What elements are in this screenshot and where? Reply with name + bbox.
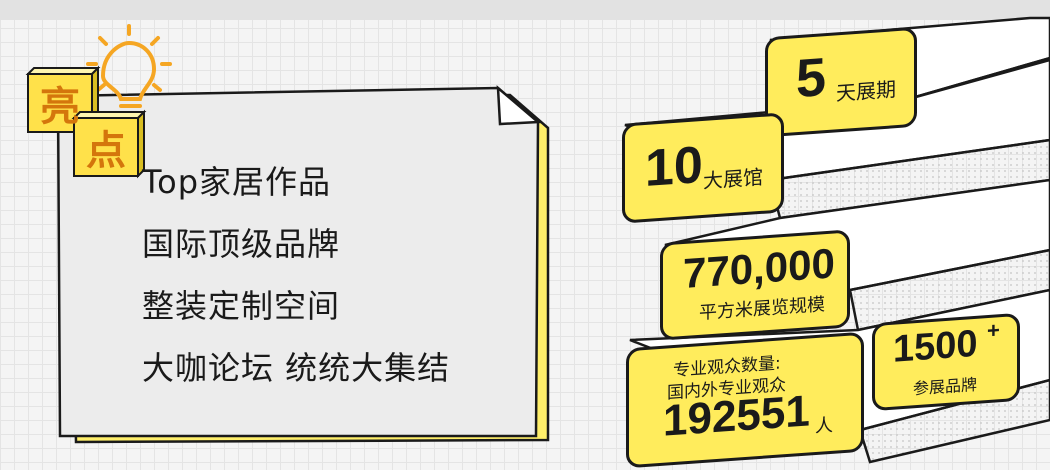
stat-visitors-unit: 人 [815,414,833,438]
stat-halls-number: 10 [645,136,703,199]
badge-char-2: 点 [86,128,126,174]
stat-card-days: 5 天展期 [765,26,917,138]
stat-visitors-number: 192551 [663,386,810,446]
stat-card-area: 770,000 平方米展览规模 [660,229,850,341]
stat-brands-number: 1500 [893,322,978,371]
highlight-item-2: 国际顶级品牌 [142,225,341,263]
stat-days-number: 5 [796,47,827,110]
highlight-item-4: 大咖论坛 统统大集结 [142,349,451,387]
stat-days-label: 天展期 [836,77,896,106]
stat-card-brands: 1500 + 参展品牌 [872,312,1020,412]
stat-brands-label: 参展品牌 [913,374,978,399]
note-folded-corner [496,85,542,126]
highlight-item-3: 整装定制空间 [142,287,341,325]
highlight-item-1: Top家居作品 [142,163,332,201]
stat-card-halls: 10 大展馆 [622,112,784,224]
badge-cube-2 [71,109,147,179]
stat-brands-plus: + [987,317,1000,344]
badge-char-1: 亮 [40,84,80,130]
stat-halls-label: 大展馆 [703,164,763,193]
note-paper [56,86,540,438]
top-bar [0,0,1050,20]
stat-card-visitors: 专业观众数量: 国内外专业观众 192551 人 [626,331,864,469]
badge-cube-1 [25,65,101,135]
stat-area-number: 770,000 [683,239,835,298]
